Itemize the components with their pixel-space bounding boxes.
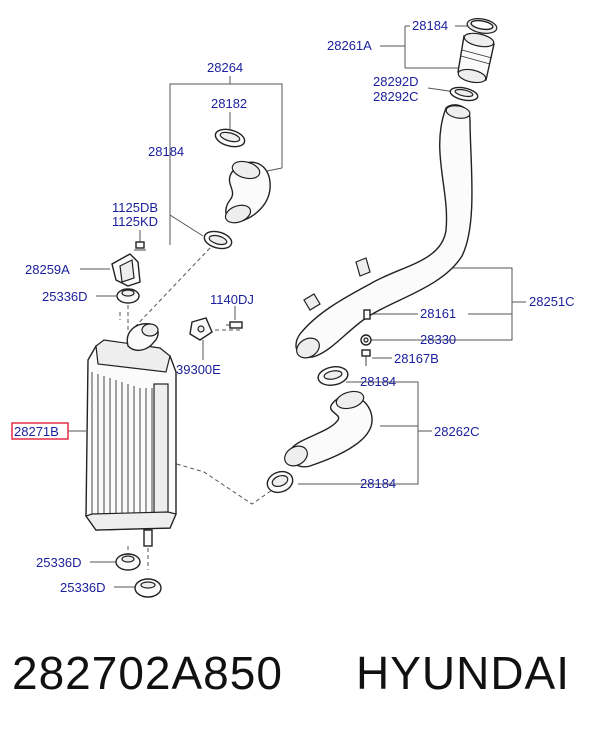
fitting-28161-icon [363, 309, 371, 320]
clamp-28184-top-icon [466, 18, 498, 34]
sensor-39300E-icon [189, 317, 213, 341]
bracket-28259A-icon [111, 253, 141, 287]
label-28184-mid[interactable]: 28184 [148, 144, 184, 159]
label-28184-r2[interactable]: 28184 [360, 476, 396, 491]
label-28259A[interactable]: 28259A [25, 262, 70, 277]
label-1125KD[interactable]: 1125KD [112, 214, 158, 229]
bolt-1125DB-icon [134, 241, 146, 251]
label-28261A[interactable]: 28261A [327, 38, 372, 53]
label-28262C[interactable]: 28262C [434, 424, 480, 439]
label-28271B[interactable]: 28271B [14, 424, 59, 439]
pipe-28251C-icon [295, 104, 473, 359]
label-28184-top[interactable]: 28184 [412, 18, 448, 33]
label-25336D-b1[interactable]: 25336D [36, 555, 82, 570]
part-number: 282702A850 [12, 647, 283, 699]
clamp-28184-r2-icon [266, 470, 294, 494]
assembly-dashed-lines [119, 247, 279, 570]
mount-rubber-25336D-top-icon [116, 288, 140, 304]
bolt-1140DJ-icon [226, 321, 243, 329]
label-1125DB[interactable]: 1125DB [112, 200, 158, 215]
clamp-28184-r1-icon [317, 366, 349, 386]
hose-28261A-icon [457, 32, 495, 84]
label-28330[interactable]: 28330 [420, 332, 456, 347]
highlight-box [11, 422, 69, 440]
part-labels: 28184 28261A 28264 28182 28292D 28292C 2… [11, 18, 575, 595]
clamp-28292-icon [449, 86, 479, 102]
label-39300E[interactable]: 39300E [176, 362, 221, 377]
label-28251C[interactable]: 28251C [529, 294, 575, 309]
leader-lines [68, 25, 526, 588]
mount-rubber-25336D-b2-icon [134, 578, 162, 598]
bolt-28167B-icon [361, 349, 371, 366]
intercooler-28271B-icon [85, 323, 177, 547]
mount-rubber-25336D-b1-icon [115, 553, 141, 571]
label-1140DJ[interactable]: 1140DJ [210, 292, 254, 307]
label-25336D-b2[interactable]: 25336D [60, 580, 106, 595]
label-28292D[interactable]: 28292D [373, 74, 419, 89]
washer-28330-icon [360, 334, 372, 346]
label-28184-r1[interactable]: 28184 [360, 374, 396, 389]
brand-name: HYUNDAI [356, 647, 571, 699]
hose-28264-icon [203, 128, 271, 250]
label-28292C[interactable]: 28292C [373, 89, 419, 104]
label-25336D-top[interactable]: 25336D [42, 289, 88, 304]
label-28161[interactable]: 28161 [420, 306, 456, 321]
hose-28262C-icon [284, 390, 373, 468]
label-28167B[interactable]: 28167B [394, 351, 439, 366]
label-28264[interactable]: 28264 [207, 60, 243, 75]
label-28182[interactable]: 28182 [211, 96, 247, 111]
